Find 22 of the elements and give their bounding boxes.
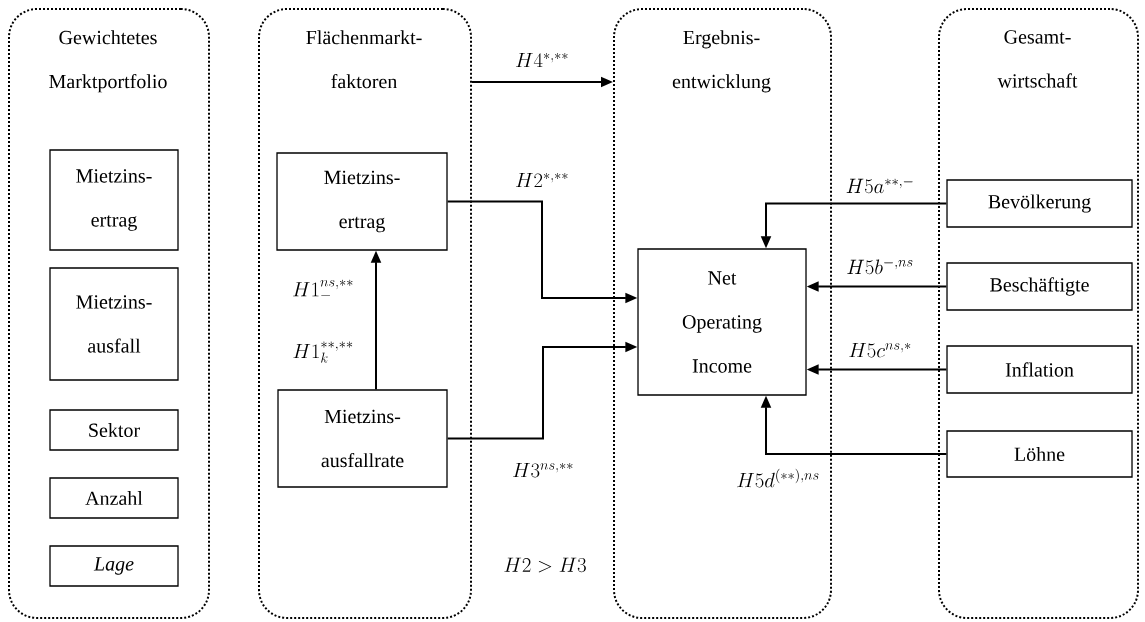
box: Anzahl [49, 477, 179, 519]
hypothesis-label: $H1_{k}^{**,**}$ [293, 341, 353, 363]
edge-label: $H5a^{**,-}$ [846, 178, 913, 194]
edge-label: $H5d^{(**),ns}$ [737, 468, 819, 488]
edge-label: $H4^{*,**}$ [516, 52, 568, 68]
box: Beschäftigte [946, 262, 1133, 311]
box: Mietzins- ertrag [276, 152, 448, 251]
box: Bevölkerung [946, 179, 1133, 228]
edge-label: $H1_{-}^{ns,**}$ [293, 279, 353, 297]
edge-label: $H2^{*,**}$ [516, 172, 568, 188]
edge-label: $H5b^{-,ns}$ [847, 259, 913, 275]
comparison-note: $H2 > H3$ [504, 557, 586, 573]
box: Sektor [49, 409, 179, 451]
box: Mietzins- ausfall [49, 267, 179, 381]
box: Löhne [946, 430, 1133, 478]
edge-label: $H5c^{ns,*}$ [849, 342, 911, 358]
box: Mietzins- ertrag [49, 149, 179, 251]
box: Net Operating Income [637, 248, 807, 396]
box: Inflation [946, 345, 1133, 394]
edge-label: $H3^{ns,**}$ [513, 462, 573, 478]
box: Lage [49, 545, 179, 587]
box: Mietzins- ausfallrate [277, 389, 448, 488]
